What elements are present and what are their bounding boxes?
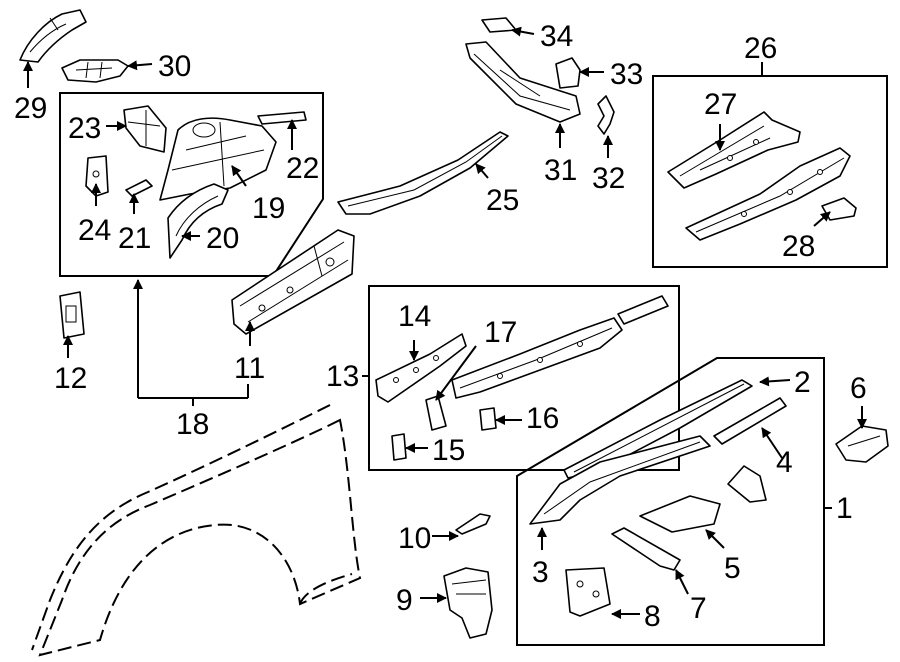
- callout-33: 33: [610, 58, 643, 91]
- part-23: [123, 105, 167, 153]
- part-16: [479, 407, 497, 431]
- part-1-bracket: [727, 465, 767, 503]
- callout-13: 13: [326, 360, 359, 393]
- part-5: [639, 495, 721, 533]
- callout-11: 11: [234, 352, 265, 385]
- part-14: [375, 333, 467, 403]
- callout-10: 10: [398, 522, 431, 555]
- part-28: [821, 197, 857, 221]
- callout-16: 16: [526, 402, 559, 435]
- part-32: [597, 95, 615, 135]
- part-13-rail: [451, 295, 669, 399]
- callout-26: 26: [744, 32, 777, 65]
- part-34: [481, 17, 517, 33]
- leader-lines: [23, 26, 867, 619]
- part-31: [465, 41, 581, 123]
- part-6: [835, 425, 889, 463]
- group-box-26: [652, 75, 888, 268]
- part-29: [19, 9, 87, 63]
- fender-outline: [31, 404, 362, 657]
- callout-22: 22: [286, 152, 319, 185]
- callout-14: 14: [398, 300, 431, 333]
- part-4: [713, 397, 787, 445]
- part-10: [455, 513, 491, 535]
- group-box-18: [59, 92, 324, 277]
- part-11: [231, 229, 355, 335]
- callout-29: 29: [14, 92, 47, 125]
- callout-8: 8: [644, 600, 661, 633]
- callout-31: 31: [544, 154, 577, 187]
- callout-25: 25: [486, 184, 519, 217]
- callout-4: 4: [776, 446, 793, 479]
- part-7: [611, 527, 681, 571]
- callout-27: 27: [704, 88, 737, 121]
- part-17: [425, 395, 447, 431]
- callout-5: 5: [724, 552, 741, 585]
- callout-19: 19: [252, 192, 285, 225]
- part-25: [337, 131, 509, 215]
- callout-30: 30: [158, 50, 191, 83]
- callout-2: 2: [794, 366, 811, 399]
- group-box-13: [368, 285, 680, 471]
- part-28-rail: [685, 147, 851, 241]
- part-12: [59, 291, 85, 339]
- part-27: [667, 111, 801, 189]
- part-15: [391, 433, 407, 461]
- callout-34: 34: [540, 20, 573, 53]
- callout-9: 9: [396, 584, 413, 617]
- callout-32: 32: [592, 162, 625, 195]
- callout-labels: 29 30 23 19 22 24 21 20 12 11 18 25 34 3…: [14, 20, 867, 633]
- callout-1: 1: [836, 492, 853, 525]
- callout-21: 21: [118, 222, 151, 255]
- callout-3: 3: [532, 556, 549, 589]
- part-21: [125, 179, 153, 197]
- part-8: [565, 567, 611, 617]
- callout-28: 28: [782, 230, 815, 263]
- callout-20: 20: [206, 222, 239, 255]
- part-22: [257, 111, 307, 125]
- callout-24: 24: [78, 214, 111, 247]
- callout-17: 17: [484, 316, 517, 349]
- callout-6: 6: [850, 372, 867, 405]
- group-box-1: [516, 357, 825, 646]
- part-3: [529, 435, 711, 525]
- part-9: [443, 567, 493, 639]
- part-33: [555, 57, 581, 89]
- part-19: [159, 117, 277, 201]
- callout-23: 23: [68, 112, 101, 145]
- callout-18: 18: [176, 408, 209, 441]
- callout-7: 7: [690, 592, 707, 625]
- part-30: [61, 59, 129, 83]
- callout-12: 12: [54, 362, 87, 395]
- callout-15: 15: [432, 434, 465, 467]
